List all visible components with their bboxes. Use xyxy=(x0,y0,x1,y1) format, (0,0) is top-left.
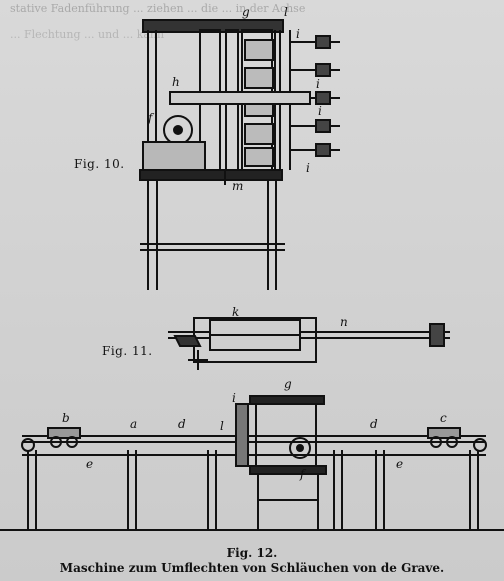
fig10-part-i1: i xyxy=(296,27,300,41)
fig12-part-f: f xyxy=(299,467,307,481)
fig10-part-i2: i xyxy=(316,77,320,91)
caption-subtitle: Maschine zum Umflechten von Schläuchen v… xyxy=(59,561,445,575)
fig12-part-d1: d xyxy=(178,417,186,431)
fig10-part-i3: i xyxy=(318,104,322,118)
fig11-label: Fig. 11. xyxy=(102,344,153,358)
fig12-part-b: b xyxy=(62,411,70,425)
fig10-part-l: l xyxy=(284,5,288,19)
fig10-part-m: m xyxy=(232,179,243,193)
fig12-part-e1: e xyxy=(86,457,93,471)
fig12-part-e2: e xyxy=(396,457,403,471)
fig12-part-c: c xyxy=(440,411,447,425)
fig10-part-h: h xyxy=(172,75,180,89)
fig12-part-l: l xyxy=(220,419,224,433)
fig10-part-f: f xyxy=(147,111,155,125)
caption-title: Fig. 12. xyxy=(226,546,278,560)
fig12-part-g: g xyxy=(284,377,292,391)
fig10-part-g: g xyxy=(242,5,250,19)
fig10-label: Fig. 10. xyxy=(74,157,125,171)
fig10-part-i4: i xyxy=(306,161,310,175)
fig12-part-d2: d xyxy=(370,417,378,431)
fig12-part-a: a xyxy=(130,417,137,431)
fig11-part-k: k xyxy=(232,305,239,319)
faded-header-line-2: ... Flechtung ... und ... kann xyxy=(10,28,165,41)
fig11-part-n: n xyxy=(340,315,348,329)
faded-header-line-1: stative Fadenführung ... ziehen ... die … xyxy=(10,2,306,15)
fig12-part-i: i xyxy=(232,391,236,405)
